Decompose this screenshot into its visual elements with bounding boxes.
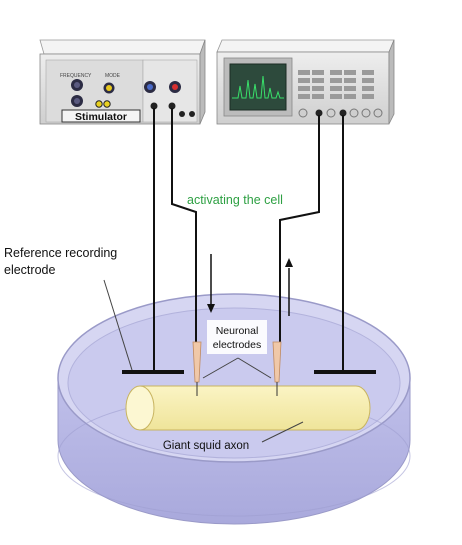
frequency-knob-bottom[interactable] <box>71 95 83 107</box>
oscilloscope-button-grid <box>298 70 374 99</box>
oscilloscope-device <box>216 39 395 125</box>
reference-label-line1: Reference recording <box>4 246 117 260</box>
scope-dial-1[interactable] <box>298 108 308 118</box>
mode-label: MODE <box>105 73 121 79</box>
output-jack-left <box>150 102 158 110</box>
stimulator-label: Stimulator <box>75 111 127 123</box>
scope-input-jack-left <box>315 109 323 117</box>
output-jack-right <box>168 102 176 110</box>
neuronal-label-line2: electrodes <box>213 339 261 351</box>
neuronal-label-box <box>207 320 267 354</box>
scope-dial-5[interactable] <box>373 108 383 118</box>
frequency-label: FREQUENCY <box>60 73 92 79</box>
scope-dial-4[interactable] <box>361 108 371 118</box>
yellow-jack-left <box>95 100 103 108</box>
output-jack-b <box>189 111 195 117</box>
frequency-knob-top[interactable] <box>71 79 83 91</box>
axon-pointer-line <box>261 421 304 443</box>
scope-input-jack-right <box>339 109 347 117</box>
mode-knob[interactable] <box>103 82 115 94</box>
response-up-arrow <box>285 258 293 316</box>
stimulator-device: FREQUENCY MODE Stimulator <box>39 39 206 125</box>
giant-squid-axon <box>125 385 371 431</box>
output-knob-blue[interactable] <box>144 81 156 93</box>
scope-dial-2[interactable] <box>326 108 336 118</box>
reference-pointer-line <box>103 279 133 371</box>
oscilloscope-trace <box>232 75 284 99</box>
output-jack-a <box>179 111 185 117</box>
output-knob-red[interactable] <box>169 81 181 93</box>
stimulus-down-arrow <box>207 254 215 313</box>
activating-label: activating the cell <box>187 193 283 207</box>
neuronal-pointer-right <box>237 357 272 379</box>
axon-label: Giant squid axon <box>163 440 249 452</box>
recording-electrode <box>272 341 282 396</box>
yellow-jack-right <box>103 100 111 108</box>
neuronal-pointer-left <box>202 357 239 379</box>
stimulating-electrode <box>192 341 202 396</box>
oscilloscope-screen <box>229 63 287 111</box>
wire-scope-record-electrode <box>279 115 320 344</box>
wire-stimulator-stim-electrode <box>171 108 197 344</box>
neuronal-label-line1: Neuronal <box>216 325 259 337</box>
reference-label-line2: electrode <box>4 263 55 277</box>
wires <box>153 108 344 372</box>
scope-dial-3[interactable] <box>349 108 359 118</box>
